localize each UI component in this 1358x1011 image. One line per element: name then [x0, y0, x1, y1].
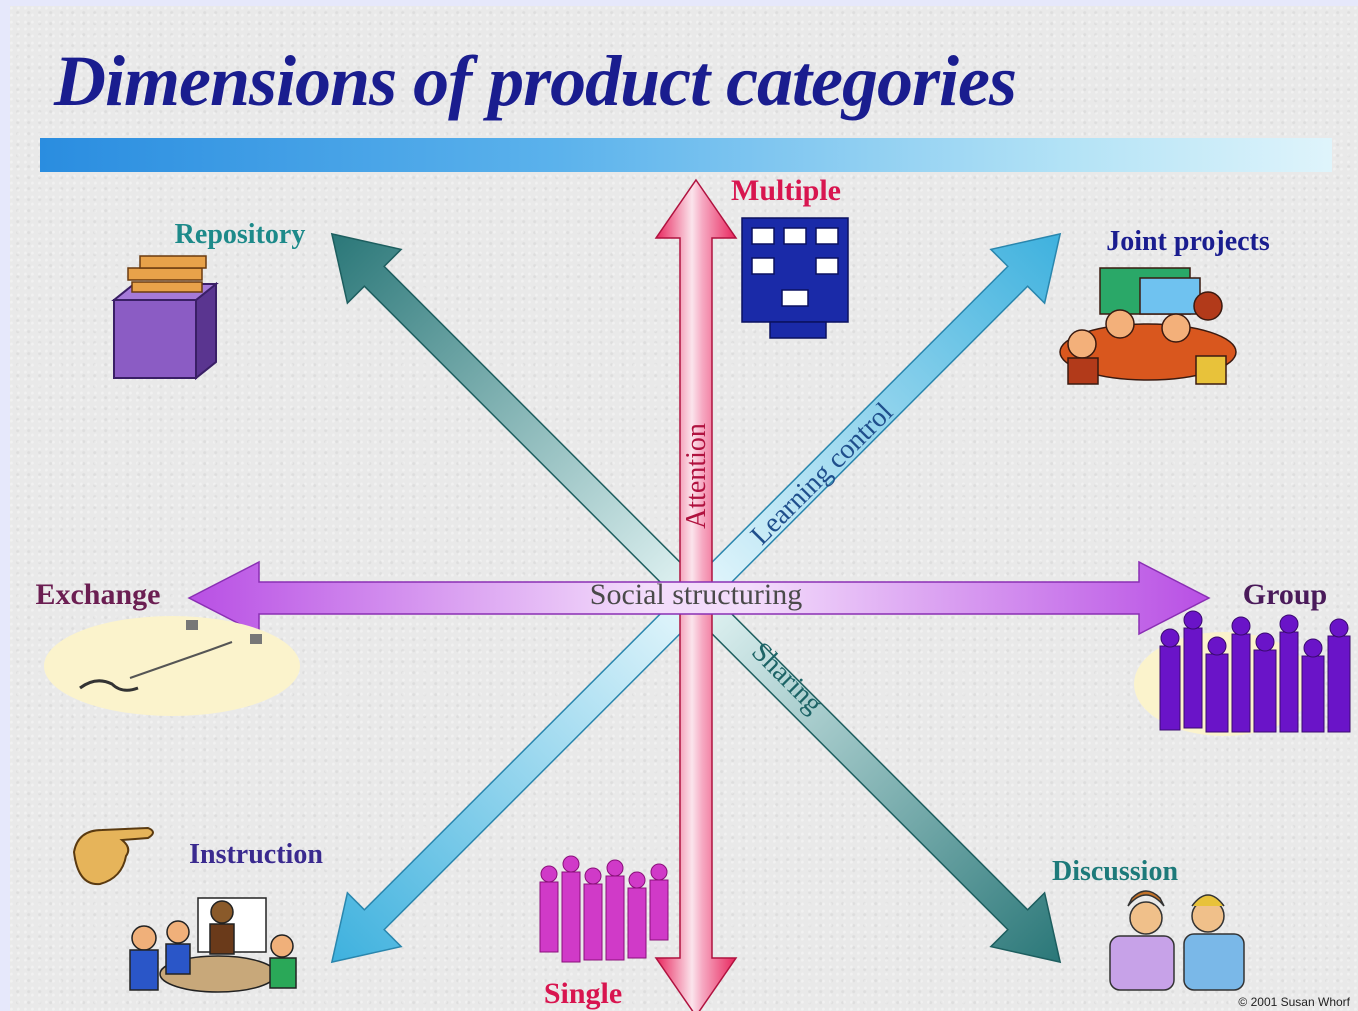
slide-title: Dimensions of product categories [54, 41, 1017, 121]
multiple-label: Multiple [731, 174, 841, 207]
social-structuring-axis-label: Social structuring [590, 578, 802, 611]
title-underline-bar [40, 138, 1332, 172]
single-label: Single [544, 977, 622, 1010]
copyright-note: © 2001 Susan Whorf [1238, 995, 1350, 1009]
learning-control-axis-label: Learning control [745, 397, 900, 552]
classroom-icon [129, 897, 297, 993]
repository-label: Repository [175, 219, 306, 250]
telephone-icon [44, 616, 300, 716]
file-box-icon [111, 255, 219, 381]
instruction-label: Instruction [189, 839, 323, 870]
single-people-icon [539, 855, 669, 963]
team-meeting-icon [1059, 267, 1237, 385]
discussion-label: Discussion [1052, 856, 1178, 887]
attention-axis-label: Attention [681, 423, 712, 529]
pointing-hand-icon [72, 826, 154, 886]
social-structuring-axis-arrow [187, 560, 1211, 636]
exchange-label: Exchange [35, 578, 160, 611]
workgroup-icon [741, 217, 849, 339]
dimensions-diagram: Attention Learning control Social struct… [35, 174, 1351, 1011]
conversation-icon [1109, 890, 1245, 991]
group-label: Group [1243, 578, 1327, 611]
crowd-icon [1134, 610, 1351, 736]
slide: Dimensions of product categories [10, 6, 1358, 1011]
joint-projects-label: Joint projects [1106, 226, 1270, 257]
